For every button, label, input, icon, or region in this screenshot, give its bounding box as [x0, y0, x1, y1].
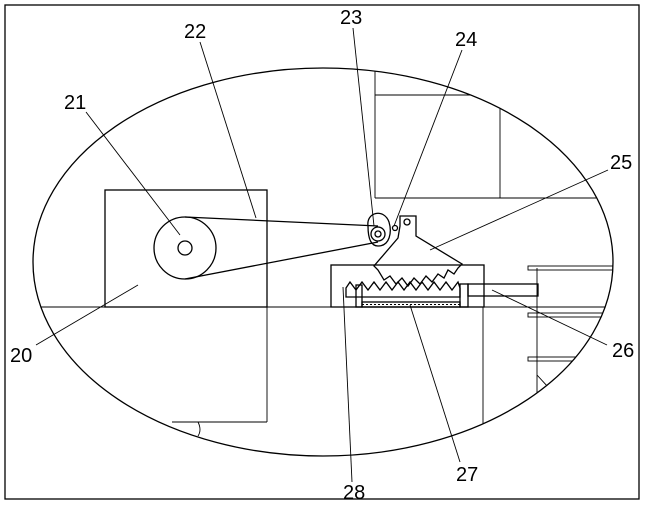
driven-pulley [370, 226, 386, 242]
shelf [527, 265, 613, 271]
detail-ellipse [32, 67, 614, 457]
drive-pulley-hub [177, 240, 193, 256]
piston-rod [467, 283, 539, 297]
slider-plate-right [459, 283, 469, 308]
outer-frame [4, 4, 640, 500]
label-28: 28 [343, 482, 365, 504]
label-25: 25 [610, 152, 632, 174]
label-23: 23 [340, 7, 362, 29]
wall-line [536, 374, 561, 401]
leader-line [491, 289, 608, 346]
label-24: 24 [455, 29, 477, 51]
leader-line [342, 286, 353, 483]
pin [391, 224, 399, 232]
leader-line [199, 41, 257, 219]
sector-gear [373, 215, 464, 288]
rack [345, 280, 461, 298]
label-26: 26 [612, 340, 634, 362]
cam [367, 212, 391, 247]
belt-top [184, 216, 379, 227]
leader-line [35, 284, 139, 346]
driven-pulley-hub [374, 230, 382, 238]
label-27: 27 [456, 464, 478, 486]
leader-line [85, 111, 181, 236]
leader-line [429, 169, 609, 251]
leader-line [409, 304, 461, 463]
drive-pulley [153, 216, 217, 280]
leader-line [393, 49, 463, 227]
label-22: 22 [184, 21, 206, 43]
sector-gear-pivot [403, 218, 411, 226]
label-21: 21 [64, 92, 86, 114]
shelf [527, 312, 613, 318]
corner-detail [197, 421, 201, 437]
motor-housing [104, 189, 268, 308]
label-20: 20 [10, 345, 32, 367]
belt-bottom [184, 241, 379, 280]
leader-line [352, 27, 375, 227]
